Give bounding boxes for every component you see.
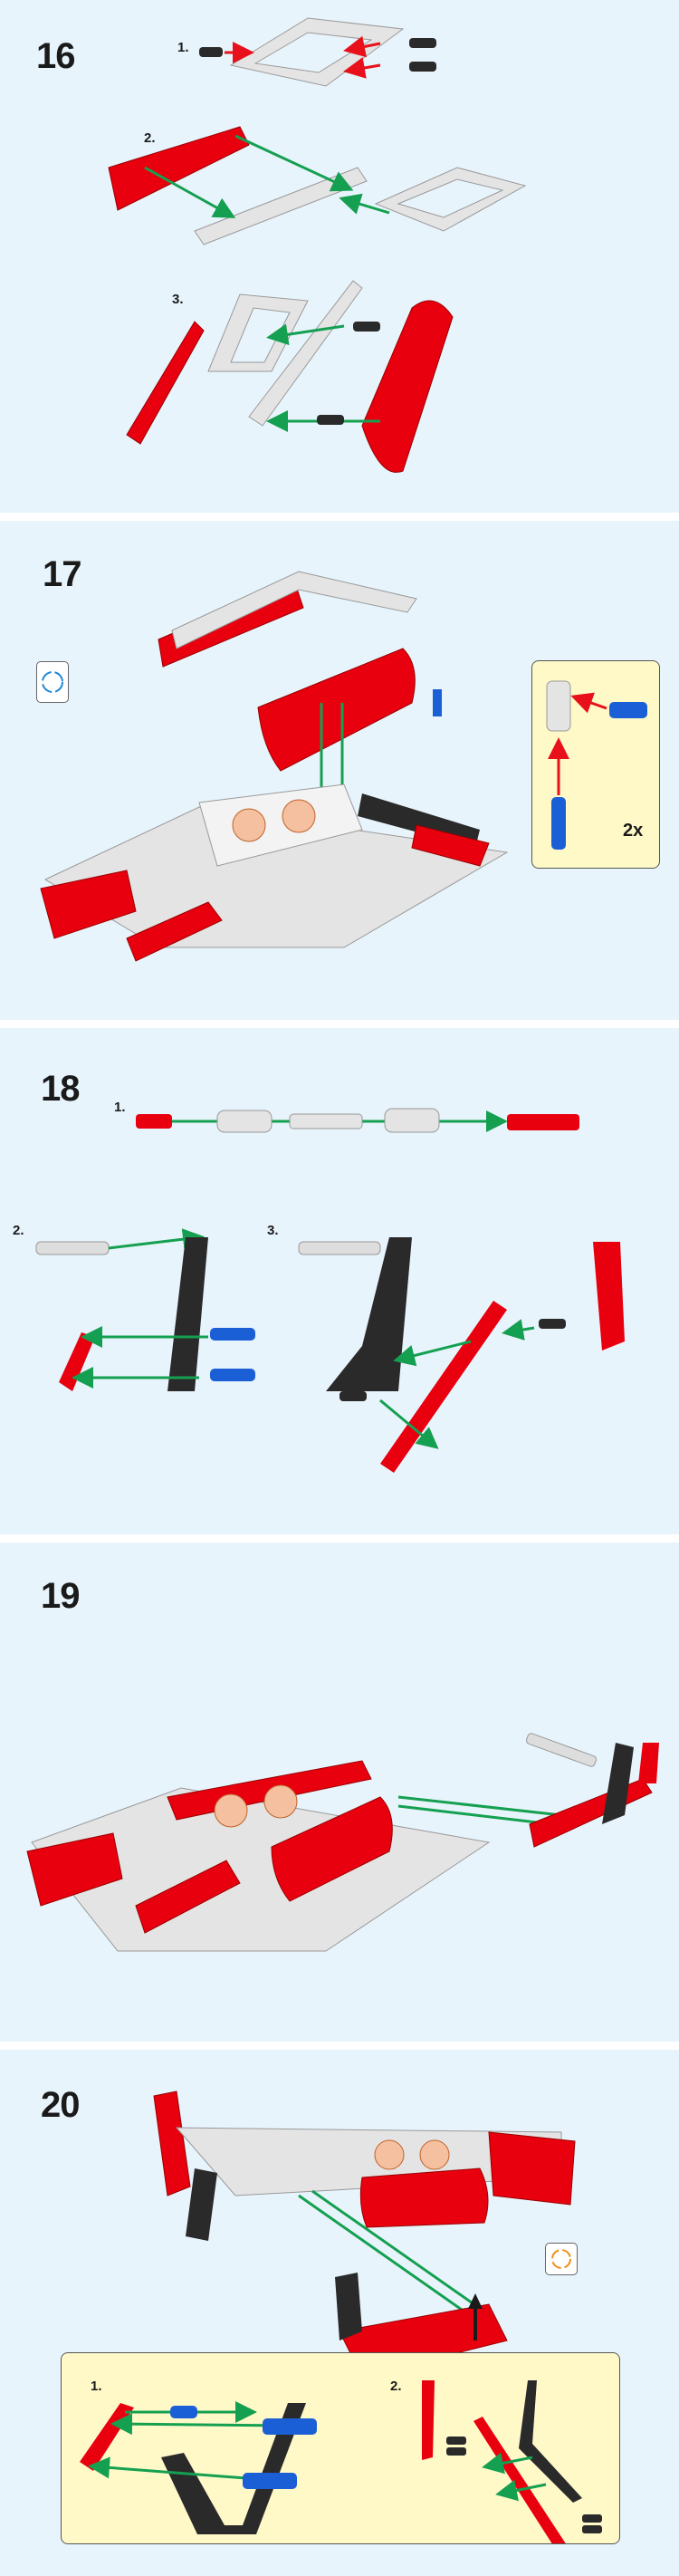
black-beam xyxy=(326,1237,412,1391)
red-panel xyxy=(359,2167,489,2228)
red-beam xyxy=(126,321,205,445)
grey-connector xyxy=(216,1110,273,1133)
step-number: 17 xyxy=(43,554,81,594)
red-beam xyxy=(59,1332,95,1391)
red-angle-beam xyxy=(153,2091,191,2196)
red-beam xyxy=(473,2417,566,2543)
substep-label: 1. xyxy=(177,40,189,55)
sub-assembly-callout: 1. 2. xyxy=(61,2352,620,2544)
orange-gear xyxy=(263,1784,298,1819)
callout-illustration xyxy=(80,2380,602,2543)
red-panel xyxy=(257,648,416,772)
step-divider xyxy=(0,513,679,521)
motor-block xyxy=(198,783,363,867)
red-beam xyxy=(26,1832,123,1907)
orange-gear xyxy=(214,1793,248,1828)
black-pin xyxy=(582,2514,602,2523)
substep-label: 2. xyxy=(390,2379,402,2394)
substep-label: 2. xyxy=(13,1223,24,1238)
red-angle-beam xyxy=(422,2380,435,2460)
blue-pin xyxy=(551,797,566,850)
red-panel xyxy=(361,300,454,473)
step-number: 19 xyxy=(41,1576,80,1616)
grey-axle-assembly xyxy=(298,1241,381,1255)
callout-illustration xyxy=(546,680,647,850)
sub-assembly-callout: 2x xyxy=(531,660,660,869)
black-beam xyxy=(167,1237,208,1391)
black-pin xyxy=(446,2447,466,2456)
blue-pin xyxy=(609,702,647,718)
black-beam xyxy=(335,2273,362,2341)
grey-beam xyxy=(194,167,368,245)
substep-label: 1. xyxy=(114,1100,126,1115)
grey-axle xyxy=(289,1113,363,1129)
black-pin xyxy=(446,2437,466,2445)
step-divider xyxy=(0,1020,679,1028)
black-beam xyxy=(602,1743,634,1824)
black-pin xyxy=(340,1391,367,1401)
black-pin xyxy=(317,415,344,425)
black-pin xyxy=(582,2525,602,2533)
rotate-model-icon xyxy=(36,661,69,703)
blue-pin xyxy=(170,2406,197,2418)
black-pin xyxy=(409,38,436,48)
red-panel xyxy=(271,1796,393,1902)
blue-pin xyxy=(433,689,442,716)
red-beam xyxy=(380,1301,507,1473)
step-number: 18 xyxy=(41,1069,80,1109)
blue-pin xyxy=(210,1328,255,1341)
substep-label: 1. xyxy=(91,2379,102,2394)
blue-pin xyxy=(210,1369,255,1381)
red-beam xyxy=(126,901,223,962)
step-divider xyxy=(0,1534,679,1543)
black-beam xyxy=(186,2168,217,2241)
black-angled-beam xyxy=(519,2380,582,2503)
rotate-model-icon xyxy=(545,2243,578,2275)
orange-gear xyxy=(374,2139,405,2170)
black-pin xyxy=(353,322,380,332)
grey-connector xyxy=(384,1108,440,1133)
black-pin xyxy=(199,47,223,57)
red-beam xyxy=(638,1743,659,1783)
black-angled-beam xyxy=(161,2403,306,2534)
substep-label: 3. xyxy=(172,292,184,307)
blue-pin xyxy=(263,2418,317,2435)
red-beam xyxy=(411,824,490,867)
blue-pin xyxy=(243,2473,297,2489)
grey-beam xyxy=(248,280,363,427)
step-20-illustration xyxy=(153,2091,576,2378)
orange-gear xyxy=(419,2139,450,2170)
red-angle-beam xyxy=(593,1242,625,1350)
substep-label: 3. xyxy=(267,1223,279,1238)
grey-axle-assembly xyxy=(35,1241,110,1255)
substep-label: 2. xyxy=(144,130,156,146)
grey-axle-assembly xyxy=(525,1733,598,1767)
grey-frame xyxy=(171,571,417,649)
black-pin xyxy=(409,62,436,72)
red-axle xyxy=(507,1114,579,1130)
step-17-illustration xyxy=(40,571,509,962)
step-18-illustration xyxy=(35,1108,625,1473)
step-number: 16 xyxy=(36,36,75,76)
red-beam xyxy=(488,2131,576,2206)
grey-connector xyxy=(546,680,571,732)
step-divider xyxy=(0,2042,679,2050)
black-pin xyxy=(539,1319,566,1329)
red-beam xyxy=(135,1860,241,1934)
red-axle xyxy=(136,1114,172,1129)
step-19-illustration xyxy=(26,1733,659,1952)
orange-gear xyxy=(282,799,316,833)
step-number: 20 xyxy=(41,2085,80,2125)
step-16-illustration xyxy=(108,17,527,473)
grey-frame xyxy=(229,17,405,87)
quantity-label: 2x xyxy=(623,821,644,841)
red-panel xyxy=(108,126,250,211)
red-beam xyxy=(40,870,137,939)
orange-gear xyxy=(232,808,266,842)
